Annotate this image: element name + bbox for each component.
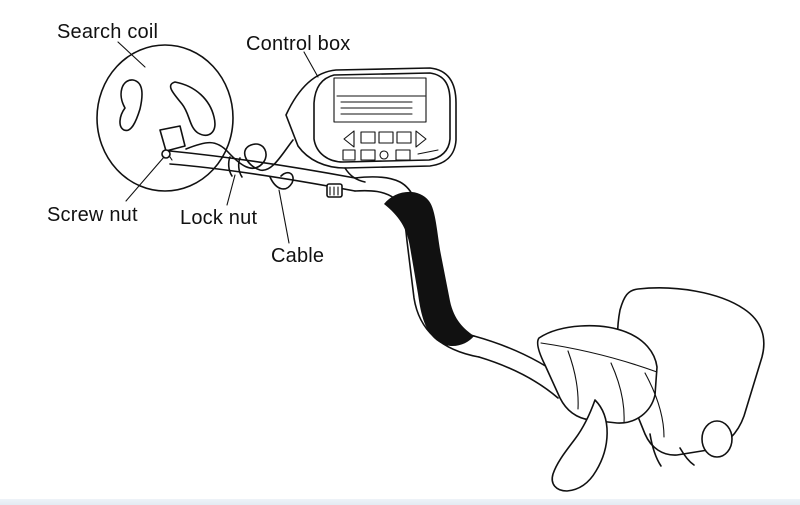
shaft-illustration [169, 150, 356, 198]
label-lock-nut: Lock nut [180, 207, 257, 229]
label-control-box: Control box [246, 33, 350, 55]
cable-illustration [185, 139, 294, 190]
control-box-illustration [285, 67, 457, 183]
handle-illustration [354, 176, 567, 399]
label-cable: Cable [271, 245, 324, 267]
label-search-coil: Search coil [57, 21, 158, 43]
bottom-band [0, 499, 800, 505]
label-screw-nut: Screw nut [47, 204, 138, 226]
callout-lines [117, 41, 319, 244]
arm-rest-illustration [536, 287, 765, 492]
